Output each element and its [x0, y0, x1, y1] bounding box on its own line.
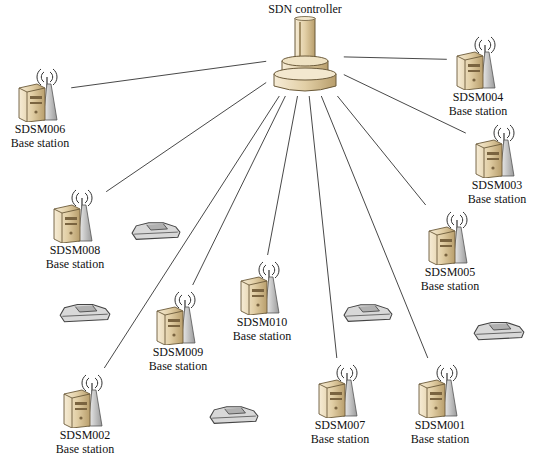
node-type: Base station — [149, 359, 207, 373]
node-name: SDSM005 — [425, 265, 476, 279]
node-type: Base station — [411, 432, 469, 446]
base-station-icon — [237, 255, 287, 315]
car-icon — [210, 407, 258, 424]
node-type: Base station — [421, 279, 479, 293]
node-name: SDSM007 — [315, 418, 366, 432]
link-line — [344, 75, 466, 134]
base-station-node: SDSM005Base station — [419, 205, 481, 293]
base-station-node: SDSM009Base station — [147, 285, 209, 373]
link-line — [71, 61, 266, 88]
link-line — [106, 83, 266, 192]
base-station-node: SDSM010Base station — [231, 255, 293, 343]
controller-node: SDN controller — [266, 2, 344, 96]
link-line — [321, 96, 428, 358]
base-station-icon — [315, 358, 365, 418]
link-line — [344, 57, 447, 59]
node-name: SDSM003 — [472, 178, 523, 192]
car-icon — [60, 304, 110, 321]
base-station-node: SDSM007Base station — [309, 358, 371, 446]
base-station-icon — [472, 118, 522, 178]
node-type: Base station — [56, 442, 114, 456]
node-name: SDSM010 — [237, 315, 288, 329]
node-name: SDSM008 — [50, 243, 101, 257]
link-line — [193, 96, 286, 285]
node-type: Base station — [46, 257, 104, 271]
car-icon — [344, 305, 392, 322]
link-line — [268, 96, 298, 255]
base-station-icon — [60, 368, 110, 428]
node-name: SDSM002 — [60, 428, 111, 442]
base-station-node: SDSM002Base station — [54, 368, 116, 456]
base-station-icon — [415, 358, 465, 418]
node-name: SDSM006 — [15, 122, 66, 136]
node-type: Base station — [468, 192, 526, 206]
base-station-node: SDSM004Base station — [447, 30, 509, 118]
base-station-icon — [153, 285, 203, 345]
car-icon — [474, 322, 524, 339]
base-station-node: SDSM006Base station — [9, 62, 71, 150]
base-station-icon — [425, 205, 475, 265]
node-name: SDN controller — [268, 2, 342, 16]
link-line — [309, 96, 337, 358]
node-name: SDSM009 — [153, 345, 204, 359]
link-line — [337, 96, 425, 205]
base-station-icon — [50, 183, 100, 243]
node-type: Base station — [449, 104, 507, 118]
node-name: SDSM001 — [415, 418, 466, 432]
node-type: Base station — [11, 136, 69, 150]
node-name: SDSM004 — [453, 90, 504, 104]
base-station-icon — [15, 62, 65, 122]
base-station-node: SDSM008Base station — [44, 183, 106, 271]
base-station-node: SDSM001Base station — [409, 358, 471, 446]
controller-icon — [270, 16, 340, 96]
node-type: Base station — [311, 432, 369, 446]
node-type: Base station — [233, 329, 291, 343]
base-station-icon — [453, 30, 503, 90]
car-icon — [132, 223, 180, 240]
base-station-node: SDSM003Base station — [466, 118, 528, 206]
